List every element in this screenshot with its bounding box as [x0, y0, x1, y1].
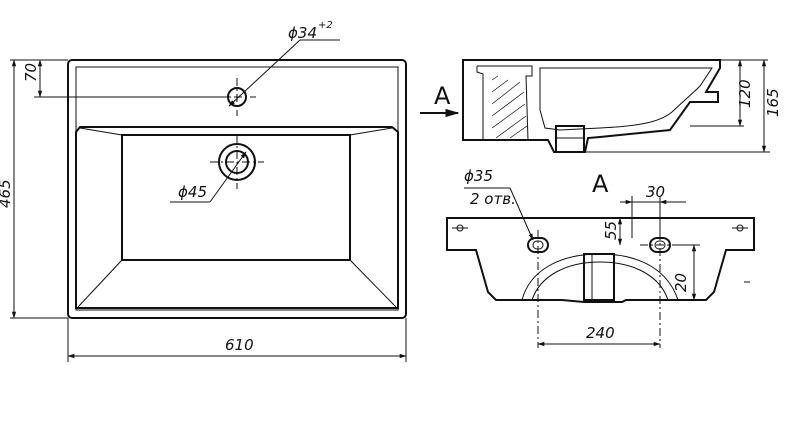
view-arrow-label: A [434, 82, 451, 110]
dim-20-label: 20 [672, 273, 690, 292]
side-rear-lip [476, 66, 484, 140]
side-bowl-curve [539, 67, 713, 131]
drain-label: ϕ45 [178, 183, 207, 201]
view-a-label: A [592, 170, 609, 198]
bowl-edge-tr [349, 127, 393, 136]
bowl-edge-tl [79, 127, 123, 136]
bowl-bottom [121, 134, 351, 261]
top-view: ϕ34 +2 ϕ45 70 465 610 [0, 20, 407, 362]
mount-hole-leader [509, 187, 534, 241]
view-a: A ϕ35 2 отв. 30 [446, 167, 755, 348]
view-a-outline [446, 217, 755, 303]
side-hatching [491, 75, 528, 139]
side-silhouette [462, 59, 721, 153]
dim-70-label: 70 [22, 63, 40, 82]
tap-hole-leader [228, 39, 301, 107]
side-rear-wall [477, 65, 533, 141]
drain-leader [209, 151, 247, 203]
bowl-edge-br [349, 259, 397, 308]
bowl-outline [75, 126, 399, 309]
dim-610-label: 610 [225, 336, 254, 354]
view-a-drain [583, 253, 615, 301]
side-drain-stub [555, 125, 585, 153]
dim-165-label: 165 [764, 88, 782, 117]
dim-30-label: 30 [646, 183, 665, 201]
view-a-bowl-arc-inner [531, 261, 669, 301]
view-a-bowl-arc [521, 253, 679, 301]
mount-hole-label: ϕ35 [464, 167, 493, 185]
mount-hole-qty: 2 отв. [470, 190, 516, 208]
dim-465-label: 465 [0, 179, 14, 208]
tap-hole-label: ϕ34 [288, 24, 317, 42]
tap-hole-tolerance: +2 [318, 20, 333, 31]
side-view: A 120 165 [420, 59, 782, 153]
dim-120-label: 120 [736, 79, 754, 108]
basin-outer-outline [67, 59, 407, 319]
dim-55-label: 55 [602, 221, 620, 240]
dim-240-label: 240 [586, 324, 615, 342]
bowl-edge-bl [77, 259, 123, 308]
